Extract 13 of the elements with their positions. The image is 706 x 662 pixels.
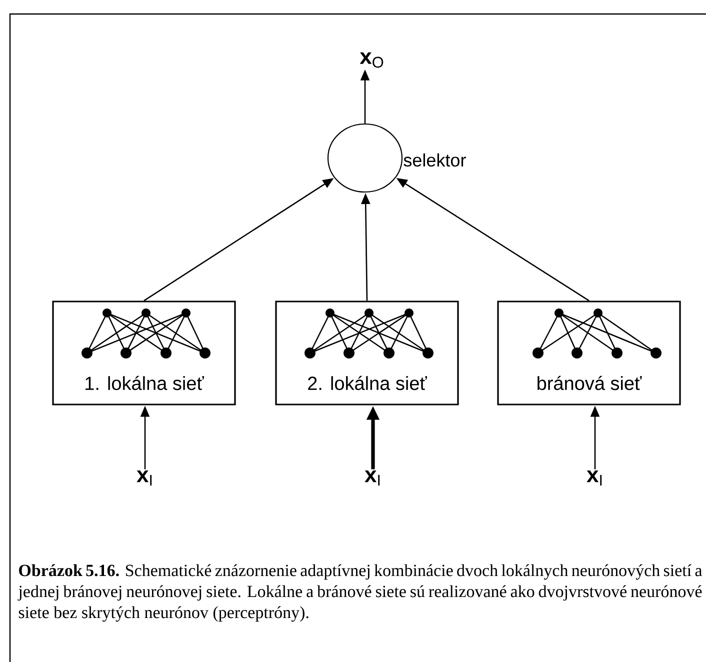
node-label: selektor (404, 153, 466, 167)
network-box (497, 300, 681, 406)
vector-label: x$_{I}$ (364, 470, 380, 486)
caption: Obrázok 5.16. Schematické znázornenie adaptívnej kombinácie dvoch lokálnych neurónových sietí a jednej bránovej neurónovej siete. Lokálne a bránové siete sú realizované ako dvojvrstvové neurónové siete bez skrytých neurónov (perceptróny). (18, 564, 702, 622)
vector-label: x$_{O}$ (360, 52, 384, 68)
network-box (275, 300, 459, 406)
vector-label: x$_{I}$ (586, 470, 602, 486)
network-box (52, 300, 236, 406)
box-label: 2. lokálna sieť (308, 376, 428, 390)
selector-circle (327, 123, 403, 193)
box-label: 1. lokálna sieť (86, 376, 204, 390)
vector-label: x$_{I}$ (136, 470, 152, 486)
box-label: bránová sieť (538, 376, 642, 390)
